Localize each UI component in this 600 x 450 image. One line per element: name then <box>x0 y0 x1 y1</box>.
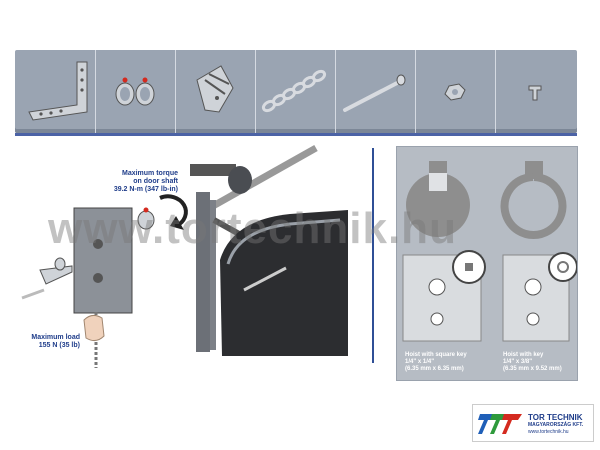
hoist-key-panel: Hoist with square key 1/4" x 1/4" (6.35 … <box>396 146 578 381</box>
load-callout-line-1: Maximum load <box>31 334 80 341</box>
part-chain-bracket <box>175 50 256 133</box>
mounting-bracket <box>39 265 73 285</box>
part-chain <box>255 50 336 133</box>
screw-icon <box>528 85 542 101</box>
logo-url: www.tortechnik.hu <box>528 429 569 435</box>
torque-arrow <box>159 194 188 228</box>
key-caption: Hoist with key 1/4" x 3/8" (6.35 mm x 9.… <box>503 352 577 373</box>
square-key-caption-line-1: Hoist with square key <box>405 352 467 358</box>
parts-strip <box>15 50 577 133</box>
tortechnik-logo: TOR TECHNIK MAGYARORSZÁG KFT. www.tortec… <box>472 404 594 442</box>
mounting-bolt <box>21 288 45 300</box>
nut-icon <box>444 83 466 101</box>
torque-callout-line-1: Maximum torque <box>121 170 178 177</box>
logo-subtitle: MAGYARORSZÁG KFT. <box>528 422 584 428</box>
key-caption-line-3: (6.35 mm x 9.52 mm) <box>503 366 562 372</box>
section-divider <box>372 148 374 363</box>
logo-mark-icon <box>478 414 522 434</box>
door-panel <box>220 210 348 356</box>
logo-name: TOR TECHNIK <box>528 413 583 422</box>
keyed-shaft-icon <box>500 173 567 239</box>
part-angle-bracket <box>15 50 96 133</box>
load-callout: Maximum load 155 N (35 lb) <box>2 334 80 350</box>
part-screw <box>495 50 577 133</box>
part-shaft-collars <box>95 50 176 133</box>
chain-bracket-icon <box>196 65 234 113</box>
key-caption-line-1: Hoist with key <box>503 352 544 358</box>
shaft-collar-icon <box>115 77 155 106</box>
hoist-assembly-diagram <box>21 144 348 368</box>
bolt-icon <box>343 74 406 112</box>
hand-icon <box>83 314 105 342</box>
torque-callout-line-2: on door shaft <box>133 178 178 185</box>
torque-callout: Maximum torque on door shaft 39.2 N-m (3… <box>70 170 178 194</box>
watermark: www.tortechnik.hu <box>48 204 457 253</box>
nut-part <box>54 257 66 271</box>
parts-strip-underline <box>15 133 577 136</box>
square-key-caption-line-3: (6.35 mm x 6.35 mm) <box>405 366 464 372</box>
square-key-caption: Hoist with square key 1/4" x 1/4" (6.35 … <box>405 352 485 373</box>
square-key-caption-line-2: 1/4" x 1/4" <box>405 359 435 365</box>
part-nut <box>415 50 496 133</box>
part-bolt <box>335 50 416 133</box>
torque-callout-line-3: 39.2 N-m (347 lb-in) <box>113 186 178 193</box>
load-callout-line-2: 155 N (35 lb) <box>38 342 80 349</box>
hoist-unit <box>73 207 133 314</box>
angle-bracket-icon <box>28 61 88 121</box>
hoist-key-diagram <box>402 161 577 342</box>
square-key-shaft-icon <box>406 173 470 237</box>
chain-icon <box>261 69 327 113</box>
key-caption-line-2: 1/4" x 3/8" <box>503 359 533 365</box>
